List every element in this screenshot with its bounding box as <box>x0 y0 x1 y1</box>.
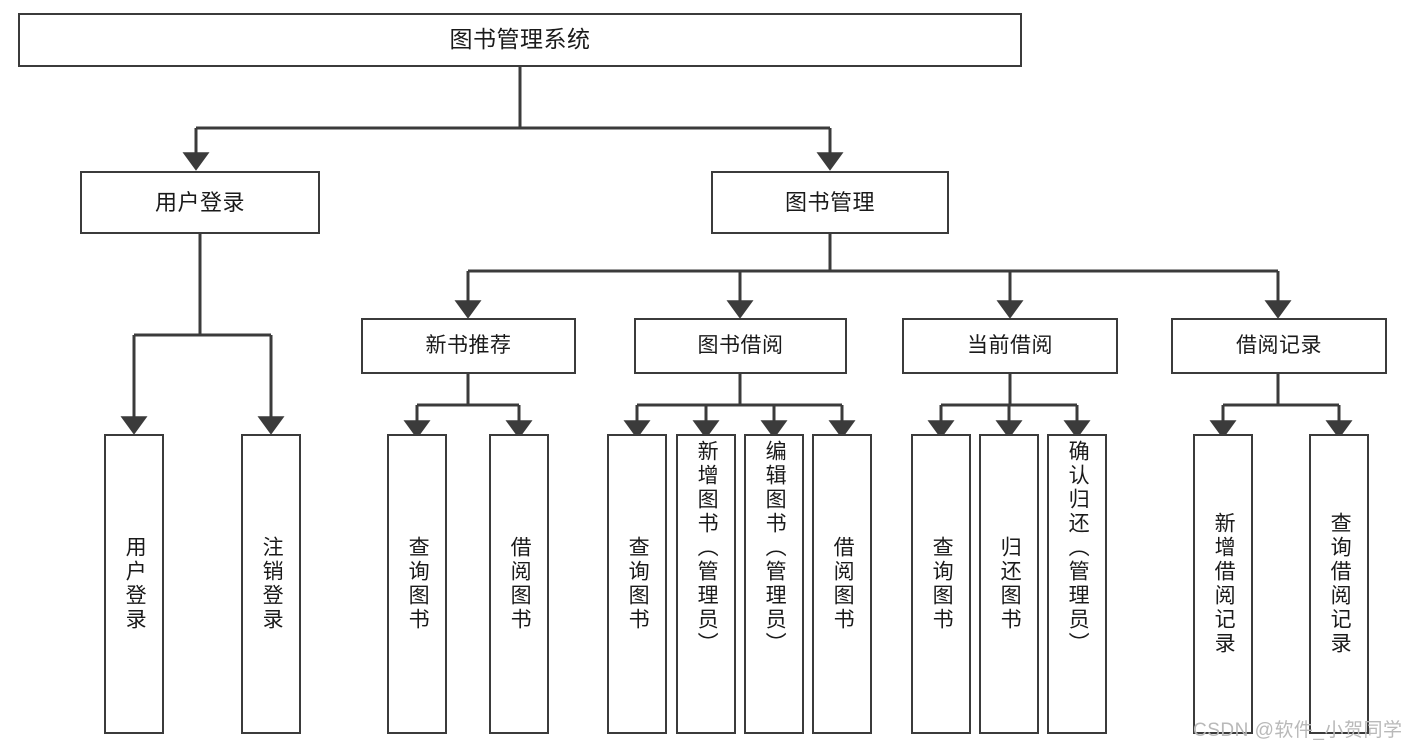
node-leaf-borrow-book-2-label: 借阅图书 <box>831 536 855 632</box>
node-leaf-return-book-label: 归还图书 <box>998 536 1022 632</box>
node-leaf-query-book-2-label: 查询图书 <box>626 536 650 632</box>
node-leaf-add-book[interactable]: 新增图书（管理员） <box>676 434 736 734</box>
node-leaf-confirm-return[interactable]: 确认归还（管理员） <box>1047 434 1107 734</box>
node-leaf-user-login[interactable]: 用户登录 <box>104 434 164 734</box>
node-leaf-edit-book-label: 编辑图书（管理员） <box>763 440 787 656</box>
node-leaf-query-book-1-label: 查询图书 <box>406 536 430 632</box>
node-leaf-query-record[interactable]: 查询借阅记录 <box>1309 434 1369 734</box>
node-leaf-user-login-label: 用户登录 <box>123 536 147 632</box>
node-borrow-record[interactable]: 借阅记录 <box>1171 318 1387 374</box>
csdn-watermark: CSDN @软件_小贺同学 <box>1193 720 1403 741</box>
node-book-borrow-label: 图书借阅 <box>697 333 784 357</box>
node-leaf-query-book-3-label: 查询图书 <box>930 536 954 632</box>
node-leaf-query-record-label: 查询借阅记录 <box>1328 512 1352 656</box>
node-leaf-borrow-book-1-label: 借阅图书 <box>508 536 532 632</box>
node-book-borrow[interactable]: 图书借阅 <box>634 318 847 374</box>
node-user-login[interactable]: 用户登录 <box>80 171 320 234</box>
node-book-manage[interactable]: 图书管理 <box>711 171 949 234</box>
node-root-system[interactable]: 图书管理系统 <box>18 13 1022 67</box>
node-book-manage-label: 图书管理 <box>784 189 875 215</box>
node-leaf-query-book-3[interactable]: 查询图书 <box>911 434 971 734</box>
node-leaf-return-book[interactable]: 归还图书 <box>979 434 1039 734</box>
node-user-login-label: 用户登录 <box>154 189 245 215</box>
node-current-borrow-label: 当前借阅 <box>967 333 1053 357</box>
node-leaf-add-record[interactable]: 新增借阅记录 <box>1193 434 1253 734</box>
node-leaf-logout-label: 注销登录 <box>260 536 284 632</box>
node-current-borrow[interactable]: 当前借阅 <box>902 318 1118 374</box>
node-leaf-query-book-1[interactable]: 查询图书 <box>387 434 447 734</box>
node-borrow-record-label: 借阅记录 <box>1236 333 1322 357</box>
node-new-book-recommend-label: 新书推荐 <box>425 333 512 357</box>
node-leaf-logout[interactable]: 注销登录 <box>241 434 301 734</box>
node-root-system-label: 图书管理系统 <box>449 26 591 53</box>
node-leaf-borrow-book-2[interactable]: 借阅图书 <box>812 434 872 734</box>
node-leaf-edit-book[interactable]: 编辑图书（管理员） <box>744 434 804 734</box>
node-leaf-add-book-label: 新增图书（管理员） <box>695 440 719 656</box>
node-leaf-add-record-label: 新增借阅记录 <box>1212 512 1236 656</box>
node-new-book-recommend[interactable]: 新书推荐 <box>361 318 576 374</box>
node-leaf-confirm-return-label: 确认归还（管理员） <box>1066 440 1090 656</box>
node-leaf-query-book-2[interactable]: 查询图书 <box>607 434 667 734</box>
node-leaf-borrow-book-1[interactable]: 借阅图书 <box>489 434 549 734</box>
